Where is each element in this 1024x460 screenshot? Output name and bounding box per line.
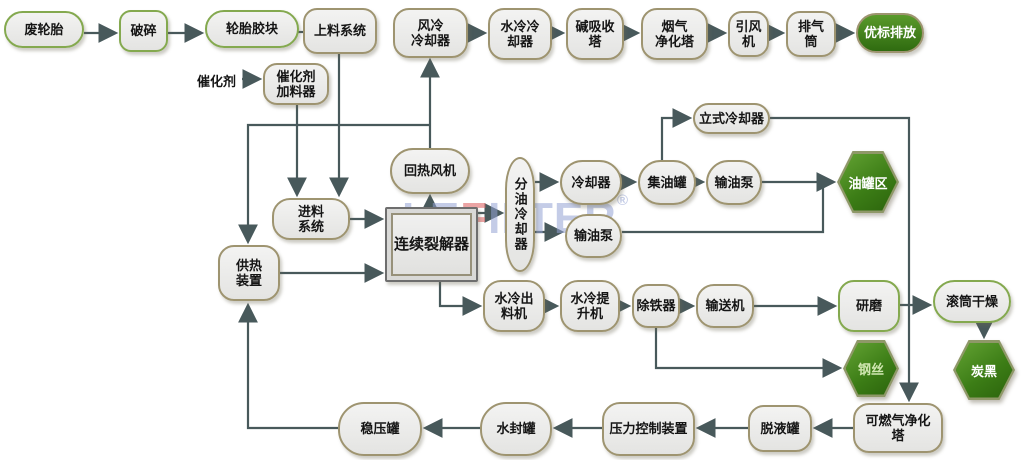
node-continuous-pyrolysis-reactor: 连续裂解器 [385, 207, 478, 282]
hex-border: 钢丝 [843, 340, 899, 397]
node-induced-draft-fan: 引风 机 [728, 11, 769, 57]
node-liquid-removal-tank: 脱液罐 [748, 405, 812, 452]
hex-border: 炭黑 [953, 340, 1015, 400]
node-pressure-control-device: 压力控制装置 [602, 402, 695, 456]
node-oil-pump-upper: 输油泵 [706, 160, 762, 205]
node-water-seal-tank: 水封罐 [480, 402, 552, 456]
node-water-cooling-cooler: 水冷冷 却器 [488, 8, 552, 60]
node-feeding-system: 进料 系统 [272, 198, 350, 240]
node-pressure-stabilizing-tank: 稳压罐 [338, 402, 422, 456]
node-flue-gas-purification-tower: 烟气 净化塔 [641, 8, 708, 60]
node-oil-separation-cooler: 分油冷却器 [505, 157, 535, 272]
node-heating-device: 供热 装置 [218, 245, 280, 301]
node-tire-block: 轮胎胶块 [205, 10, 299, 48]
node-oil-collecting-tank: 集油罐 [638, 160, 696, 205]
node-vertical-cooler: 立式冷却器 [693, 103, 770, 134]
node-catalyst-feeder: 催化剂 加料器 [263, 63, 329, 105]
node-steel-wire: 钢丝 [843, 340, 899, 397]
node-alkali-absorption-tower: 碱吸收 塔 [566, 8, 624, 60]
hex-border: 油罐区 [837, 151, 899, 213]
hex-label: 钢丝 [845, 342, 897, 395]
node-grinding: 研磨 [838, 280, 900, 332]
node-oil-tank-area: 油罐区 [837, 151, 899, 213]
hex-label: 炭黑 [955, 342, 1013, 398]
node-water-cooled-elevator: 水冷提 升机 [560, 280, 620, 332]
node-exhaust-stack: 排气 筒 [786, 11, 836, 57]
label-catalyst: 催化剂 [197, 74, 237, 89]
node-standard-emission: 优标排放 [856, 13, 924, 53]
node-reheat-fan: 回热风机 [390, 148, 470, 194]
node-oil-pump-lower: 输油泵 [565, 214, 622, 258]
node-iron-remover: 除铁器 [632, 284, 680, 328]
node-combustible-gas-purification-tower: 可燃气净化 塔 [853, 403, 943, 453]
node-carbon-black: 炭黑 [953, 340, 1015, 400]
node-water-cooled-discharger: 水冷出 料机 [483, 280, 545, 332]
node-waste-tire: 废轮胎 [4, 11, 84, 48]
node-air-cooling-cooler: 风冷 冷却器 [393, 8, 468, 58]
hex-label: 油罐区 [839, 153, 897, 211]
reactor-label: 连续裂解器 [391, 213, 472, 276]
node-loading-system: 上料系统 [303, 8, 377, 54]
node-crush: 破碎 [119, 10, 168, 52]
registered-mark: ® [616, 192, 630, 209]
node-cooler: 冷却器 [560, 160, 622, 205]
node-drum-dryer: 滚筒干燥 [933, 280, 1011, 323]
node-conveyor: 输送机 [696, 284, 754, 328]
